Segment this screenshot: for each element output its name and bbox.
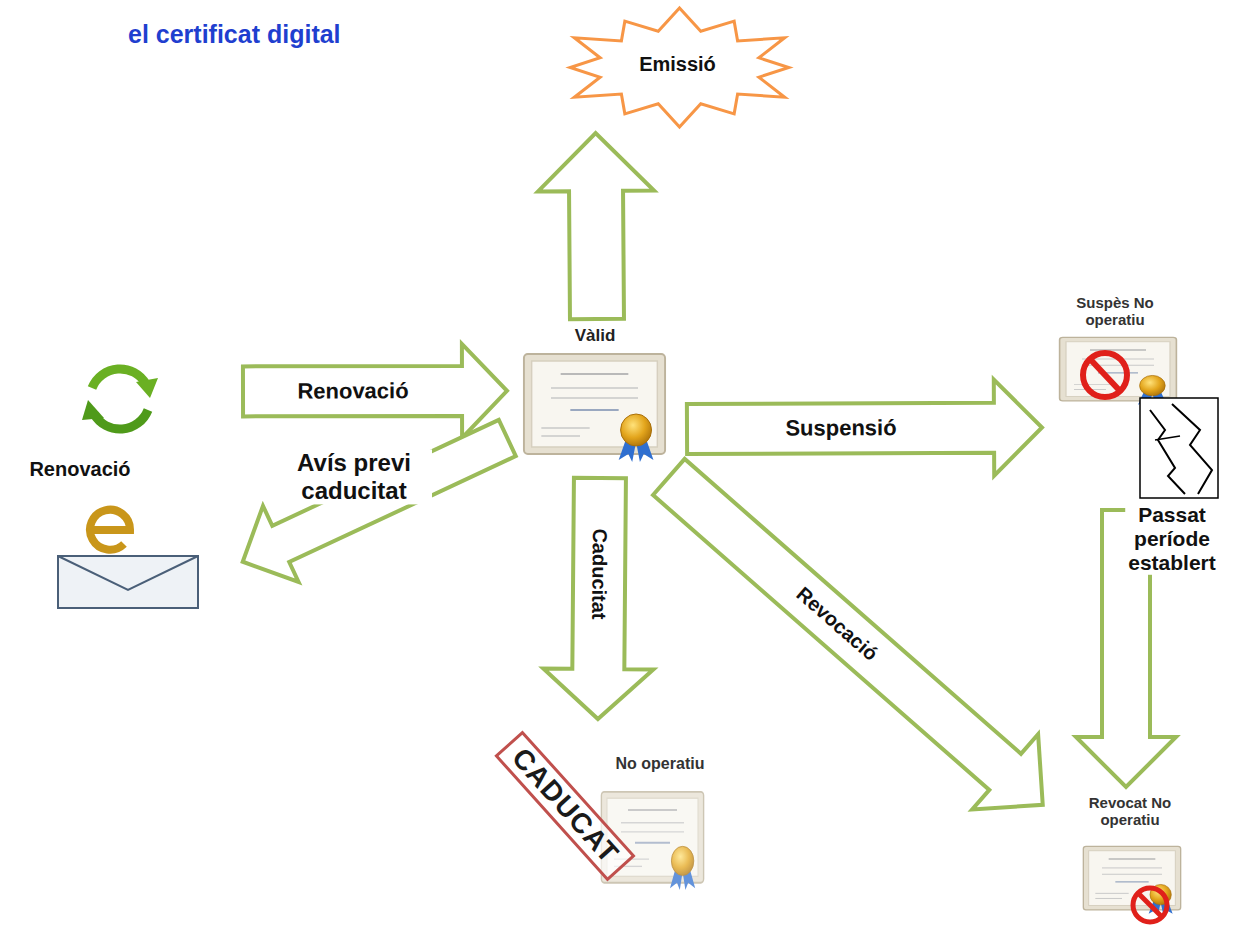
prohibition-circle — [1083, 353, 1127, 397]
recycle-head — [136, 378, 158, 398]
prohibition-bar — [1138, 893, 1162, 917]
node-label: Renovació — [15, 458, 145, 481]
recycle-arc — [92, 369, 146, 388]
certificate-icons — [524, 337, 1181, 915]
recycle-head — [82, 400, 104, 420]
prohibition-bar — [1090, 359, 1120, 391]
node-label: Emissió — [555, 53, 800, 76]
block-arrow — [243, 344, 507, 438]
prohibition-circle — [1133, 888, 1167, 922]
pen-sketch — [1140, 398, 1218, 498]
arrow-label: Renovació — [294, 378, 411, 404]
revoked-certificate: Revocat No operatiu — [1045, 790, 1225, 930]
block-arrow — [543, 478, 653, 719]
sketch-line — [1150, 410, 1185, 494]
arrow-label: Caducitat — [587, 525, 611, 622]
renewal-icons — [58, 369, 198, 608]
node-label: Vàlid — [510, 326, 680, 346]
sketch-line — [1155, 436, 1180, 440]
block-arrow — [538, 133, 654, 319]
certificate-icon — [524, 354, 665, 462]
expired-certificate: No operatiuCADUCAT — [470, 722, 760, 922]
issue-starburst: Emissió — [555, 5, 804, 130]
arrow-label: Suspensió — [782, 415, 899, 441]
envelope-flap — [58, 556, 198, 590]
node-label: No operatiu — [600, 755, 720, 773]
certificate-icon — [1060, 337, 1177, 406]
renewal-node: Renovació — [15, 355, 240, 615]
email-logo — [90, 510, 130, 550]
connectors — [243, 133, 1176, 809]
arrow-label: Avís previ caducitat — [276, 449, 432, 504]
recycle-arc — [94, 410, 148, 429]
block-arrow — [243, 420, 516, 582]
block-arrow — [687, 380, 1042, 476]
node-label: Suspès No operatiu — [1045, 294, 1185, 329]
block-arrow — [653, 459, 1043, 810]
valid-certificate: Vàlid — [510, 322, 684, 475]
diagram-title: el certificat digital — [128, 20, 341, 49]
sketch-frame — [1140, 398, 1218, 498]
arrow-label: Passat període establert — [1125, 502, 1219, 574]
envelope — [58, 556, 198, 608]
sketch-line — [1172, 404, 1212, 494]
node-label: Revocat No operatiu — [1060, 794, 1200, 829]
expired-stamp: CADUCAT — [494, 731, 636, 882]
suspended-certificate: Suspès No operatiu — [1045, 292, 1225, 507]
